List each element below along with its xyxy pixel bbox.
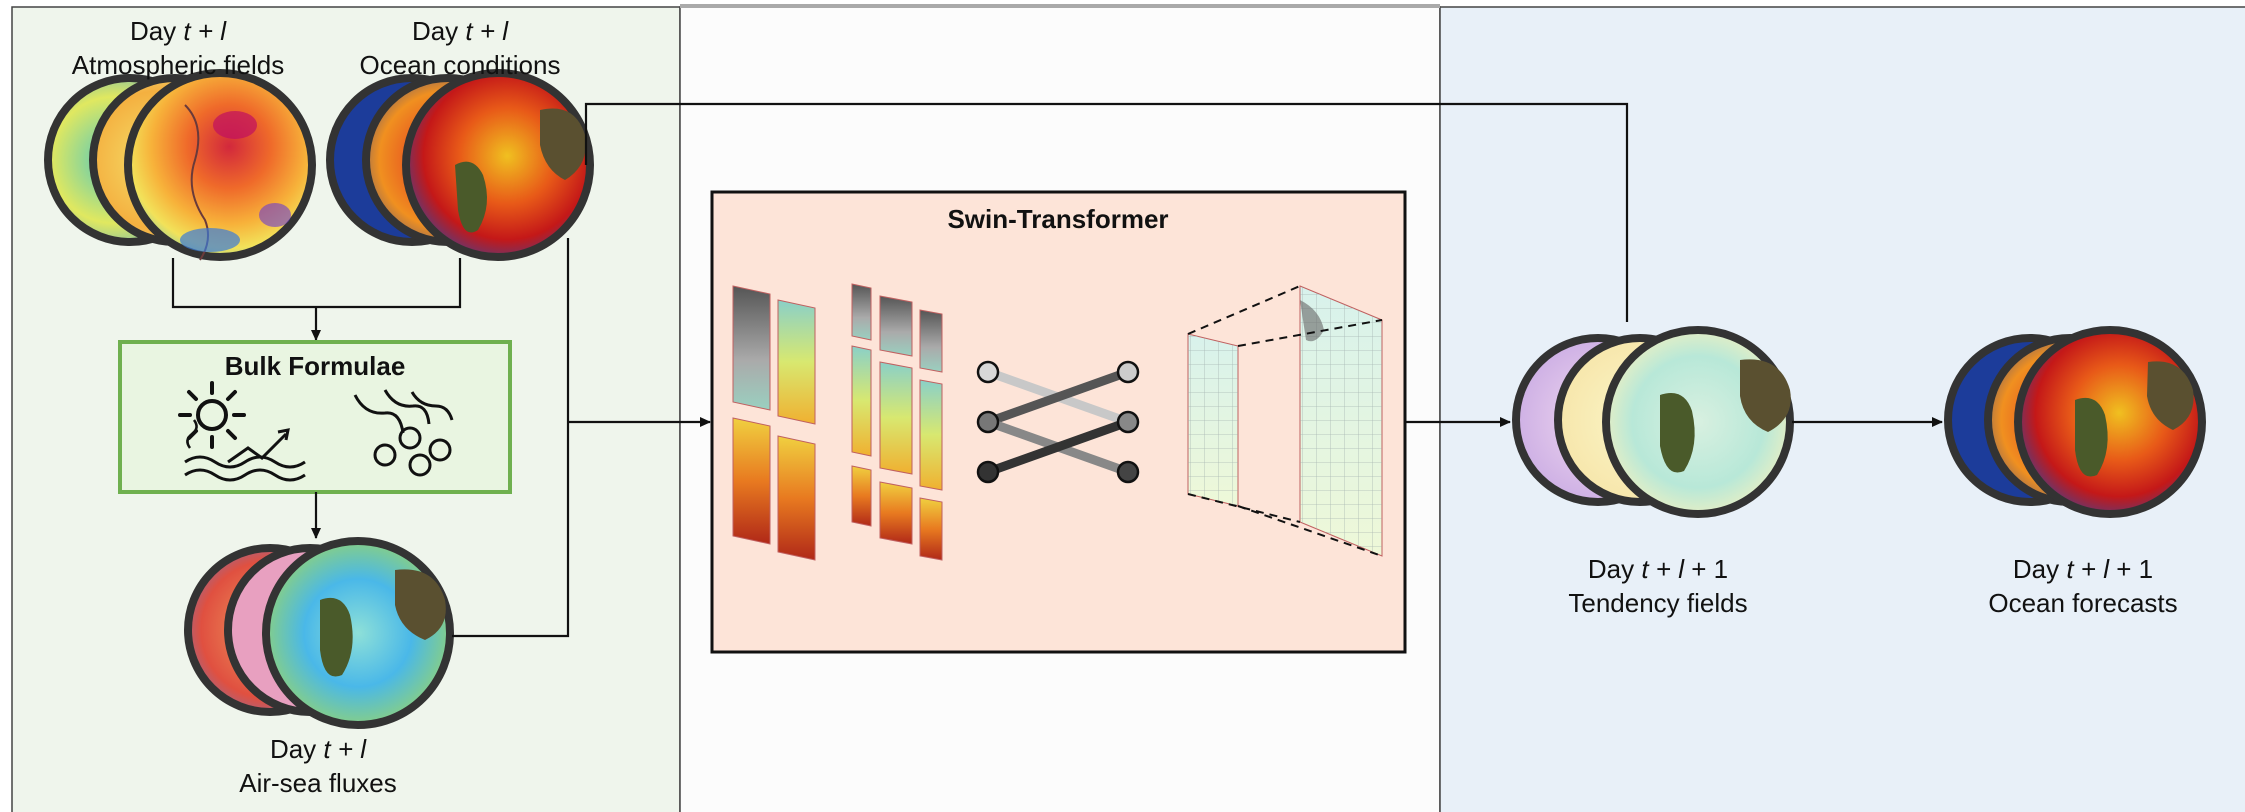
atmospheric-day-label: Day t + l xyxy=(130,16,227,46)
forecast-day-label: Day t + l + 1 xyxy=(2013,554,2153,584)
air-sea-fluxes-globes xyxy=(184,537,454,729)
bulk-formulae-box: Bulk Formulae xyxy=(118,340,512,494)
atmospheric-title: Atmospheric fields xyxy=(72,50,284,80)
ocean-conditions-globes xyxy=(326,69,594,261)
output-patch-zoom xyxy=(1187,285,1383,557)
atmospheric-fields-globes xyxy=(44,69,316,261)
fluxes-day-label: Day t + l xyxy=(270,734,367,764)
ocean-forecasts-globes xyxy=(1944,326,2206,518)
ocean-day-label: Day t + l xyxy=(412,16,509,46)
fluxes-title: Air-sea fluxes xyxy=(239,768,397,798)
tendency-fields-globes xyxy=(1512,326,1794,518)
bulk-formulae-title: Bulk Formulae xyxy=(225,351,406,381)
tendency-title: Tendency fields xyxy=(1568,588,1747,618)
ocean-title: Ocean conditions xyxy=(360,50,561,80)
patch-grid-1 xyxy=(732,285,816,561)
patch-grid-2 xyxy=(851,283,943,561)
forecast-title: Ocean forecasts xyxy=(1988,588,2177,618)
tendency-day-label: Day t + l + 1 xyxy=(1588,554,1728,584)
sun-icon xyxy=(178,381,246,449)
wind-swirl-icon xyxy=(353,389,454,477)
swin-transformer-title: Swin-Transformer xyxy=(947,204,1168,234)
shifted-window-connections xyxy=(976,360,1140,484)
wave-icon xyxy=(184,419,306,482)
swin-transformer-box: Swin-Transformer xyxy=(710,190,1407,654)
